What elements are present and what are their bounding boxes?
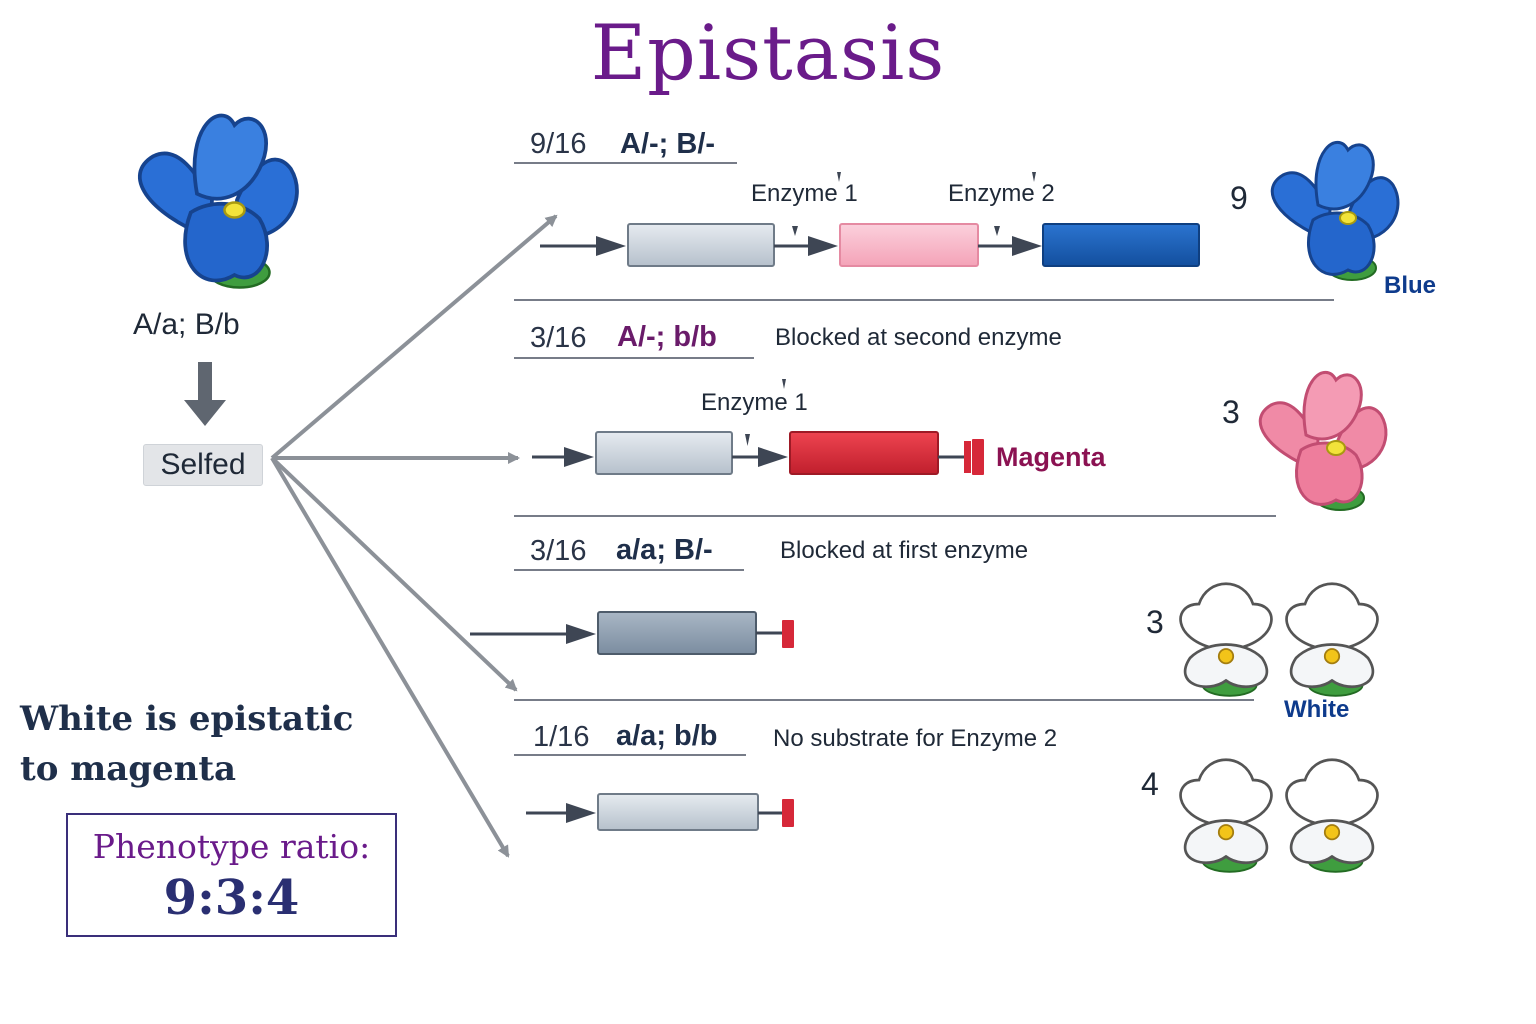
substrate-box [627, 223, 775, 267]
substrate-box [595, 431, 733, 475]
substrate-box [597, 793, 759, 831]
substrate-box [597, 611, 757, 655]
selfed-down-arrow [184, 362, 226, 426]
intermediate-box [839, 223, 979, 267]
phenotype-ratio-box: Phenotype ratio: 9:3:4 [66, 813, 397, 937]
cross-4-note: No substrate for Enzyme 2 [773, 725, 1058, 752]
cross-1-fraction: 9/16 [530, 128, 587, 160]
pathway-magenta [532, 379, 984, 475]
separators [514, 162, 1334, 756]
blue-pigment-box [1042, 223, 1200, 267]
pathway-white-2 [526, 793, 794, 831]
white-flower [1179, 582, 1273, 697]
selfed-label: Selfed [143, 444, 263, 486]
enzyme-1-marker [745, 434, 750, 446]
cross-4-genotype: a/a; b/b [616, 720, 718, 752]
pathway-blue [540, 172, 1200, 267]
cross-3-note: Blocked at first enzyme [780, 537, 1029, 564]
cross-4-count: 4 [1141, 766, 1159, 802]
cross-2-genotype: A/-; b/b [617, 321, 717, 353]
enzyme-1-marker [792, 226, 798, 236]
parent-blue-flower [137, 113, 299, 289]
block-bar [964, 441, 971, 473]
white-flower [1285, 582, 1379, 697]
cross-4-fraction: 1/16 [533, 721, 590, 753]
epistasis-statement: White is epistatic to magenta [20, 699, 354, 789]
cross-2-count: 3 [1222, 394, 1240, 430]
offspring-blue-flower [1270, 140, 1400, 281]
white-phenotype-label: White [1284, 696, 1350, 723]
white-flower [1179, 758, 1273, 873]
offspring-magenta-flower [1258, 370, 1388, 511]
enzyme-2-marker [994, 226, 1000, 236]
block-bar [782, 620, 794, 648]
cross-3-fraction: 3/16 [530, 535, 587, 567]
pathway-white-1 [470, 611, 794, 655]
phenotype-ratio-value: 9:3:4 [163, 870, 300, 926]
diagram-title: Epistasis [590, 8, 946, 97]
blue-phenotype-label: Blue [1384, 272, 1437, 299]
cross-1-count: 9 [1230, 180, 1248, 216]
white-flower [1285, 758, 1379, 873]
cross-1-genotype: A/-; B/- [620, 128, 716, 160]
cross-1-enzyme-2-label: Enzyme 2 [948, 180, 1055, 207]
cross-2-note: Blocked at second enzyme [775, 324, 1062, 351]
cross-3-genotype: a/a; B/- [616, 534, 713, 566]
cross-2-enzyme-1-label: Enzyme 1 [701, 389, 808, 416]
fan-arrows [270, 214, 558, 858]
phenotype-ratio-label: Phenotype ratio: [92, 827, 371, 866]
block-bar [782, 799, 794, 827]
magenta-phenotype-label: Magenta [996, 442, 1106, 472]
cross-2-fraction: 3/16 [530, 322, 587, 354]
cross-1-enzyme-1-label: Enzyme 1 [751, 180, 858, 207]
cross-3-count: 3 [1146, 604, 1164, 640]
magenta-pigment-box [789, 431, 939, 475]
parent-genotype: A/a; B/b [133, 308, 240, 341]
